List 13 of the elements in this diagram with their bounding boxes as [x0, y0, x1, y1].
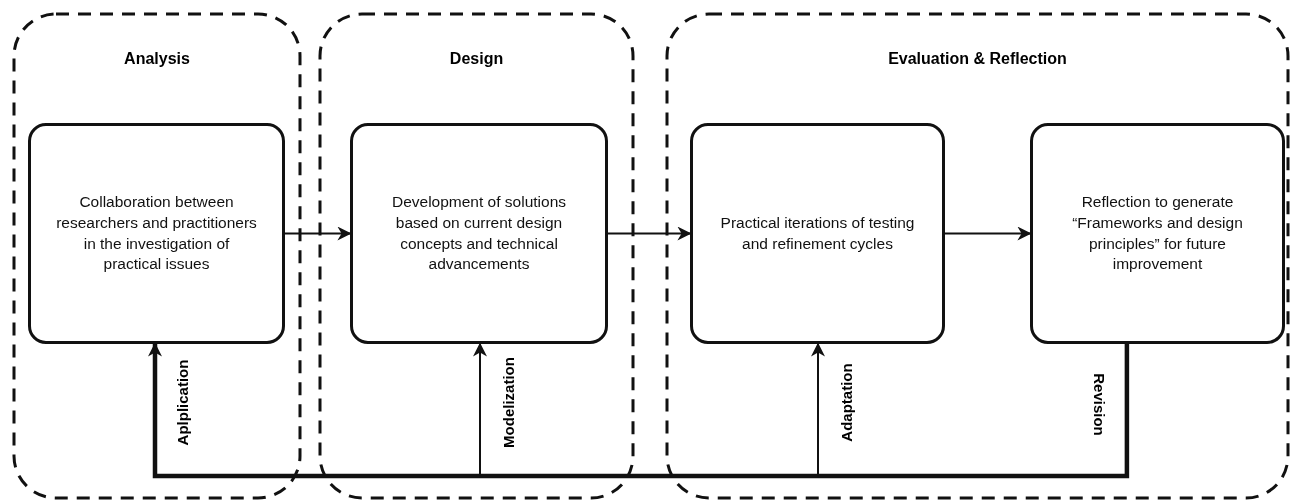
edge-label: Aplplication: [174, 357, 192, 447]
arrow: [944, 226, 1032, 241]
arrow: [148, 342, 1130, 479]
process-box: Reflection to generate “Frameworks and design principles” for future improvement: [1030, 123, 1285, 344]
arrow: [811, 342, 1128, 477]
process-box: Practical iterations of testing and refinement cycles: [690, 123, 945, 344]
group-heading: Analysis: [124, 50, 190, 68]
group-heading: Design: [449, 50, 504, 68]
group-heading: Evaluation & Reflection: [888, 50, 1067, 68]
arrow: [284, 226, 352, 241]
process-box: Development of solutions based on current design concepts and technical advancements: [350, 123, 608, 344]
arrow: [607, 226, 692, 241]
process-box: Collaboration between researchers and practitioners in the investigation of practical issues: [28, 123, 285, 344]
